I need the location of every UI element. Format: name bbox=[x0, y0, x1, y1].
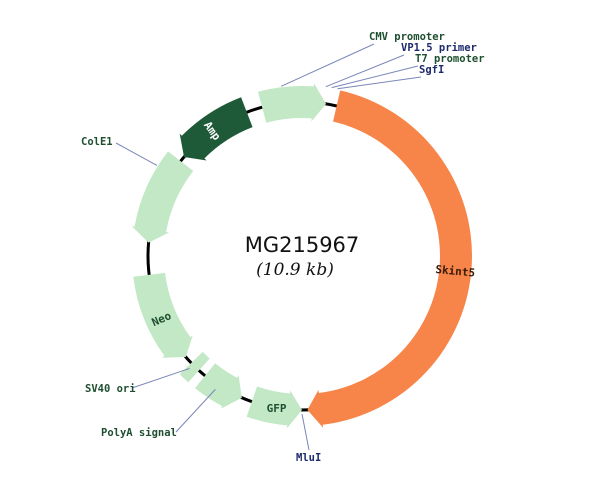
callout-mlui: MluI bbox=[296, 413, 321, 464]
callout-label-cole1: ColE1 bbox=[81, 136, 113, 148]
callout-label-sgfi: SgfI bbox=[419, 64, 444, 76]
callout-polya-signal: PolyA signal bbox=[101, 389, 216, 439]
feature-polya-signal bbox=[195, 363, 242, 409]
feature-amp: Amp bbox=[179, 97, 253, 161]
plasmid-name: MG215967 bbox=[245, 233, 360, 257]
callout-line-mlui bbox=[301, 413, 310, 451]
feature-label-skint5: Skint5 bbox=[435, 263, 476, 280]
callout-sgfi: SgfI bbox=[337, 64, 444, 90]
feature-arc-neo bbox=[133, 272, 193, 358]
feature-arc-cmv-promoter bbox=[258, 83, 327, 123]
callout-label-t7-promoter: T7 promoter bbox=[415, 53, 485, 65]
feature-arc-polya-signal bbox=[195, 363, 242, 409]
callout-line-sv40-ori bbox=[131, 367, 190, 389]
callout-line-sgfi bbox=[337, 76, 422, 90]
feature-arc-skint5 bbox=[307, 90, 472, 428]
feature-arc-sv40-ori bbox=[179, 351, 210, 383]
callout-vp15-primer: VP1.5 primer bbox=[325, 42, 477, 88]
feature-cole1 bbox=[131, 151, 194, 243]
callout-label-mlui: MluI bbox=[296, 452, 321, 464]
callout-label-polya-signal: PolyA signal bbox=[101, 427, 177, 439]
callout-label-sv40-ori: SV40 ori bbox=[85, 383, 136, 395]
callout-cmv-promoter: CMV promoter bbox=[280, 31, 445, 87]
feature-cmv-promoter bbox=[258, 83, 327, 123]
feature-arc-cole1 bbox=[131, 151, 194, 243]
callout-cole1: ColE1 bbox=[81, 136, 158, 166]
feature-skint5: Skint5 bbox=[307, 90, 476, 428]
feature-gfp: GFP bbox=[246, 386, 302, 429]
feature-label-gfp: GFP bbox=[267, 402, 287, 415]
plasmid-size: (10.9 kb) bbox=[256, 260, 334, 280]
callout-line-t7-promoter bbox=[331, 65, 419, 89]
callout-line-vp15-primer bbox=[325, 54, 405, 88]
feature-sv40-ori bbox=[179, 351, 210, 383]
callout-line-cmv-promoter bbox=[280, 43, 375, 87]
callout-t7-promoter: T7 promoter bbox=[331, 53, 485, 89]
feature-arc-gfp bbox=[246, 386, 302, 429]
feature-arc-amp bbox=[179, 97, 253, 161]
callout-label-cmv-promoter: CMV promoter bbox=[369, 31, 445, 43]
callout-label-vp15-primer: VP1.5 primer bbox=[401, 42, 477, 54]
callout-sv40-ori: SV40 ori bbox=[85, 367, 190, 395]
feature-neo: Neo bbox=[133, 272, 193, 358]
callout-line-polya-signal bbox=[175, 389, 216, 433]
callout-line-cole1 bbox=[115, 142, 158, 166]
